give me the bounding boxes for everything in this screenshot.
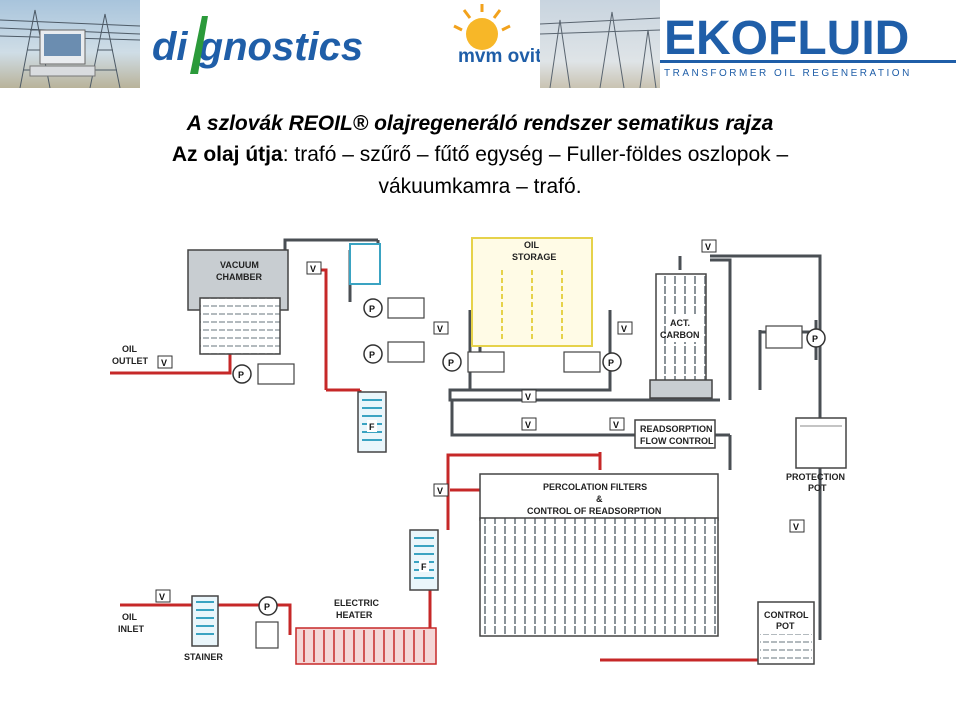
svg-text:V: V: [525, 392, 531, 402]
valve-6: V: [521, 389, 537, 403]
protection-pot: PROTECTION POT: [786, 417, 847, 493]
pump-6: P: [806, 328, 826, 348]
valve-4: V: [617, 321, 633, 335]
degassing-vessel: [349, 243, 381, 285]
readsorption-label-1: READSORPTION: [640, 424, 713, 434]
svg-text:V: V: [159, 592, 165, 602]
substation-photo: [540, 0, 660, 88]
act-carbon-column: ACT. CARBON: [649, 273, 713, 399]
pump-4: P: [602, 352, 622, 372]
pump-7: P: [258, 596, 278, 616]
valve-8: V: [609, 417, 625, 431]
svg-text:V: V: [525, 420, 531, 430]
svg-text:P: P: [264, 602, 270, 612]
heading-line-2-rest: : trafó – szűrő – fűtő egység – Fuller-f…: [282, 143, 789, 166]
diagnostics-logo-text: di gnostics: [152, 25, 363, 69]
electric-heater-label-1: ELECTRIC: [334, 598, 380, 608]
svg-text:V: V: [437, 486, 443, 496]
control-pot-label-1: CONTROL: [764, 610, 809, 620]
power-lines-photo: [0, 0, 140, 88]
filter-f1: F: [357, 391, 387, 453]
mvm-ovit-logo-text: mvm ovit: [458, 46, 542, 67]
svg-text:P: P: [812, 334, 818, 344]
pump-2: P: [363, 344, 383, 364]
percolation-filters: PERCOLATION FILTERS & CONTROL OF READSOR…: [479, 473, 719, 637]
pump-1: P: [363, 298, 383, 318]
filter-f1-label: F: [369, 422, 375, 432]
mvm-ovit-logo: mvm ovit: [440, 4, 560, 88]
percolation-label-2: &: [596, 494, 603, 504]
oil-inlet-label-2: INLET: [118, 624, 145, 634]
oil-storage-label-2: STORAGE: [512, 252, 556, 262]
act-carbon-label-2: CARBON: [660, 330, 700, 340]
electric-heater: ELECTRIC HEATER: [295, 598, 437, 665]
valve-3: V: [433, 321, 449, 335]
svg-text:V: V: [793, 522, 799, 532]
ekofluid-logo: EKOFLUID TRANSFORMER OIL REGENERATION: [660, 6, 956, 86]
stainer-label: STAINER: [184, 652, 223, 662]
header-banner: di gnostics mvm ovit EKOFLUID TRA: [0, 0, 960, 92]
ekofluid-logo-text: EKOFLUID: [664, 12, 909, 65]
svg-text:V: V: [705, 242, 711, 252]
svg-text:P: P: [238, 370, 244, 380]
act-carbon-label-1: ACT.: [670, 318, 690, 328]
control-pot-label-2: POT: [776, 621, 795, 631]
oil-outlet-label-1: OIL: [122, 344, 138, 354]
protection-pot-label-2: POT: [808, 483, 827, 493]
filter-f2-label: F: [421, 562, 427, 572]
percolation-label-1: PERCOLATION FILTERS: [543, 482, 647, 492]
valve-9: V: [433, 483, 449, 497]
svg-text:P: P: [369, 350, 375, 360]
valve-10: V: [789, 519, 805, 533]
ekofluid-logo-subtitle: TRANSFORMER OIL REGENERATION: [664, 68, 912, 79]
vacuum-chamber-label-1: VACUUM: [220, 260, 259, 270]
svg-text:P: P: [608, 358, 614, 368]
heading-line-3: vákuumkamra – trafó.: [378, 175, 582, 198]
vacuum-chamber: VACUUM CHAMBER: [187, 249, 289, 355]
electric-heater-label-2: HEATER: [336, 610, 373, 620]
valve-7: V: [521, 417, 537, 431]
pumps: P P P P P P P: [232, 298, 826, 616]
percolation-label-3: CONTROL OF READSORPTION: [527, 506, 661, 516]
heading-line-1: A szlovák REOIL® olajregeneráló rendszer…: [186, 112, 774, 135]
oil-storage-tank: OIL STORAGE: [471, 237, 593, 347]
valve-11: V: [155, 589, 171, 603]
protection-pot-label-1: PROTECTION: [786, 472, 845, 482]
heading-line-2: Az olaj útja: trafó – szűrő – fűtő egysé…: [0, 142, 960, 168]
svg-text:V: V: [310, 264, 316, 274]
svg-text:V: V: [621, 324, 627, 334]
svg-text:P: P: [369, 304, 375, 314]
pump-3: P: [442, 352, 462, 372]
svg-text:V: V: [613, 420, 619, 430]
svg-text:V: V: [437, 324, 443, 334]
oil-storage-label-1: OIL: [524, 240, 540, 250]
pump-indicator-boxes: [255, 297, 803, 649]
readsorption-label-2: FLOW CONTROL: [640, 436, 714, 446]
valves: V V V V V V V V V V V: [155, 239, 805, 603]
control-pot: CONTROL POT: [757, 601, 815, 665]
oil-inlet-label-1: OIL: [122, 612, 138, 622]
heading-line-2-bold: Az olaj útja: [171, 143, 283, 166]
valve-1: V: [306, 261, 322, 275]
svg-text:P: P: [448, 358, 454, 368]
filter-f2: F: [409, 529, 439, 591]
pump-5: P: [232, 364, 252, 384]
svg-text:V: V: [161, 358, 167, 368]
oil-outlet-label-2: OUTLET: [112, 356, 148, 366]
valve-2: V: [157, 355, 173, 369]
vacuum-chamber-label-2: CHAMBER: [216, 272, 262, 282]
valve-5: V: [701, 239, 717, 253]
reoil-schematic: VACUUM CHAMBER OIL STORAGE ACT. CARBON R…: [30, 230, 930, 700]
stainer: STAINER: [184, 595, 223, 662]
diagnostics-logo: di gnostics: [150, 12, 440, 82]
readsorption-flow-control: READSORPTION FLOW CONTROL: [634, 419, 716, 449]
